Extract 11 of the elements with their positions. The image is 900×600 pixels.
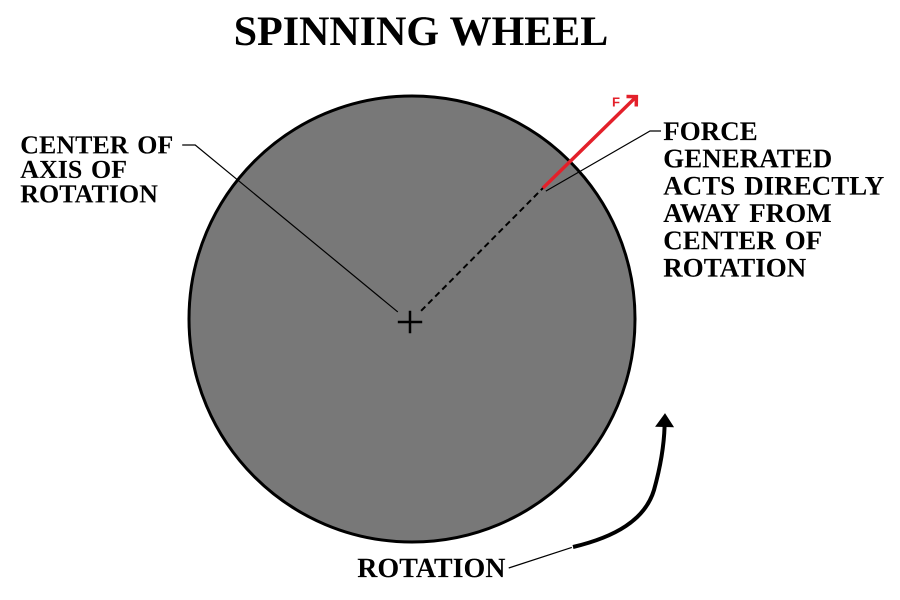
- annotation: CENTER OF AXIS OF ROTATION: [20, 136, 172, 203]
- radius-line: [420, 187, 544, 312]
- leader-line: [182, 144, 398, 312]
- title: SPINNING WHEEL: [236, 17, 606, 46]
- force-arrow: [542, 94, 638, 190]
- leader-line: [508, 546, 572, 569]
- arrow-label: F: [612, 98, 620, 106]
- leader-line: [546, 130, 661, 192]
- annotation: FORCE GENERATED ACTS DIRECTLY AWAY FROM CENTER OF ROTATION: [663, 122, 884, 277]
- annotation: ROTATION: [358, 558, 506, 578]
- center-mark: [396, 310, 424, 334]
